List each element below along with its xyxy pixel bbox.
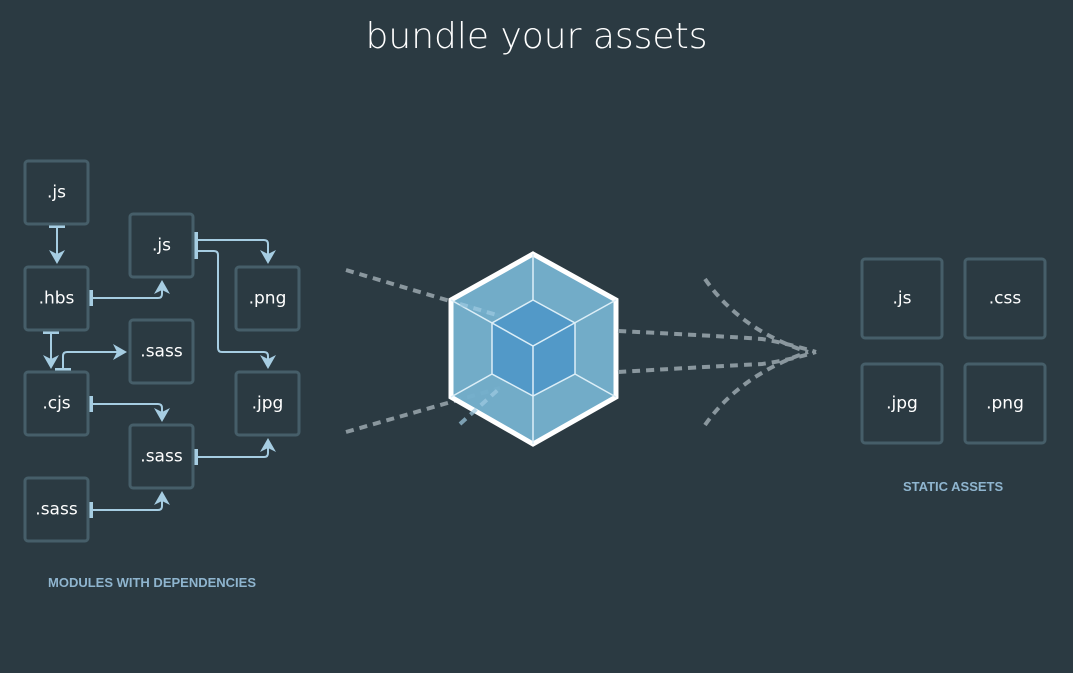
svg-text:.css: .css (989, 289, 1022, 309)
outgoing-dashes (617, 277, 817, 427)
module-box-png: .png (234, 265, 301, 332)
module-box-jpg: .jpg (234, 370, 301, 437)
svg-text:.js: .js (47, 183, 66, 203)
svg-text:.png: .png (986, 394, 1024, 414)
module-box-sass-3: .sass (128, 423, 195, 490)
arrow-cjs-sass2 (89, 396, 170, 422)
module-box-sass: .sass (23, 476, 90, 543)
svg-text:.png: .png (249, 289, 287, 309)
svg-text:.js: .js (152, 236, 171, 256)
arrow-hbs-js (89, 280, 170, 306)
arrow-js-jpg (194, 243, 276, 369)
svg-text:.jpg: .jpg (886, 394, 918, 414)
module-box-js: .js (23, 159, 90, 226)
page-title: bundle your assets (365, 16, 708, 57)
module-box-sass-2: .sass (128, 318, 195, 385)
asset-box-css: .css (963, 257, 1047, 340)
svg-text:.sass: .sass (140, 342, 183, 362)
dependency-arrows (43, 224, 276, 518)
svg-text:.jpg: .jpg (252, 394, 284, 414)
module-box-js-2: .js (128, 212, 195, 279)
modules-caption: MODULES WITH DEPENDENCIES (48, 575, 257, 590)
assets-caption: STATIC ASSETS (903, 479, 1004, 494)
asset-box-jpg: .jpg (860, 362, 944, 445)
svg-text:.hbs: .hbs (39, 289, 75, 309)
svg-text:.sass: .sass (35, 500, 78, 520)
arrow-sass-jpg (194, 438, 276, 465)
arrow-cjs-sass (55, 344, 127, 372)
svg-text:.js: .js (893, 289, 912, 309)
svg-text:.sass: .sass (140, 447, 183, 467)
webpack-cube-icon (448, 251, 619, 447)
asset-box-js: .js (860, 257, 944, 340)
module-box-cjs: .cjs (23, 370, 90, 437)
module-box-hbs: .hbs (23, 265, 90, 332)
arrow-sass-sass2 (89, 491, 170, 518)
svg-text:.cjs: .cjs (42, 394, 70, 414)
asset-box-png: .png (963, 362, 1047, 445)
